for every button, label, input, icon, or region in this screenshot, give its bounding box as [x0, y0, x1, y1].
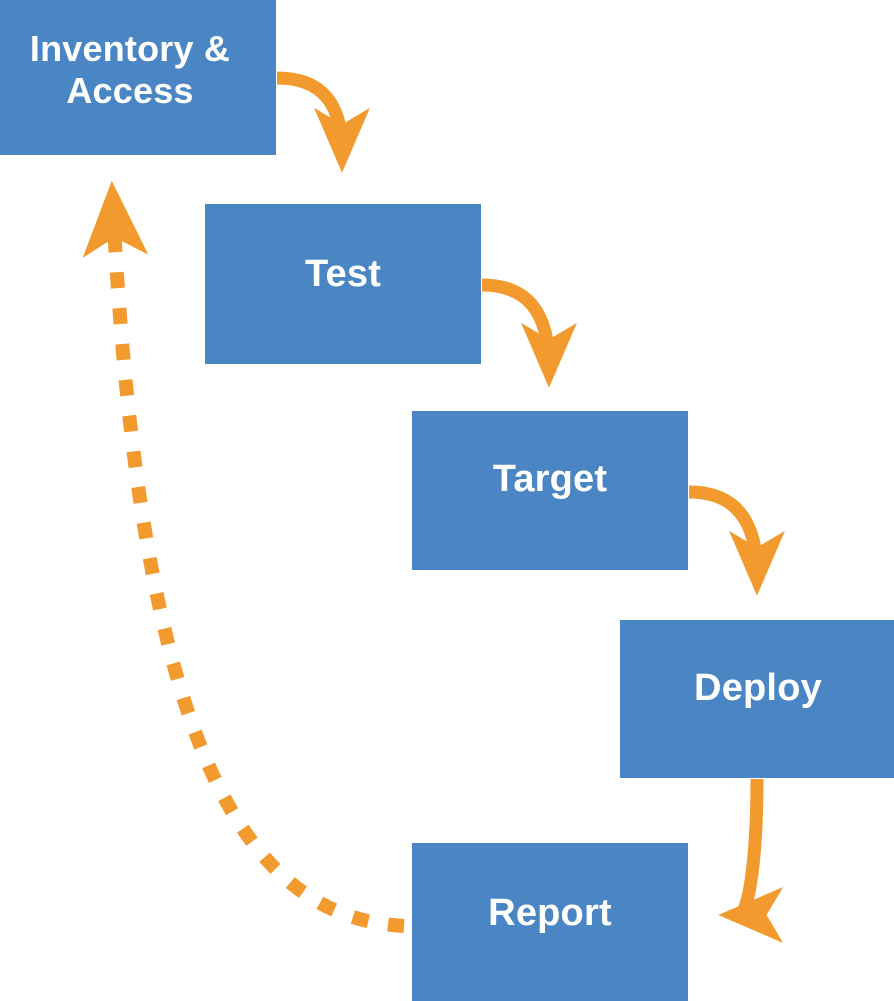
node-target-label: Target: [492, 458, 608, 500]
edge-test-to-target: [481, 278, 577, 388]
node-test-label: Test: [304, 253, 382, 295]
node-inventory-and-access[interactable]: Inventory & Access: [0, 0, 276, 155]
node-test[interactable]: Test: [205, 204, 481, 364]
edge-inventory-to-test: [276, 71, 370, 173]
node-report-label: Report: [488, 892, 612, 934]
node-inventory-and-access-label: Inventory & Access: [29, 28, 231, 111]
edge-deploy-to-report: [718, 778, 784, 943]
node-deploy[interactable]: Deploy: [620, 620, 894, 778]
node-report[interactable]: Report: [412, 843, 688, 1001]
edge-target-to-deploy: [688, 485, 785, 596]
node-target[interactable]: Target: [412, 411, 688, 570]
node-deploy-label: Deploy: [694, 667, 822, 709]
